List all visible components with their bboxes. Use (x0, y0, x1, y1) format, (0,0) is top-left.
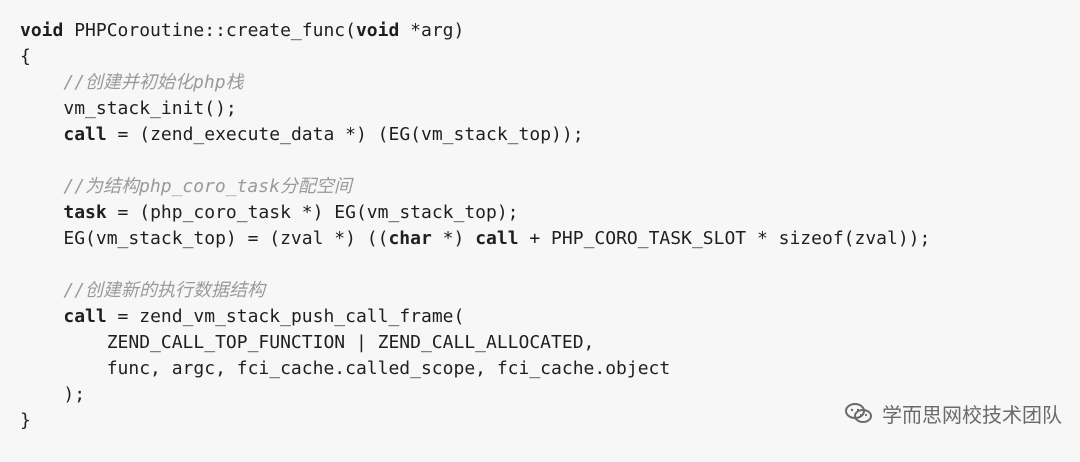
code-keyword: void (20, 20, 64, 41)
code-indent (20, 72, 63, 93)
code-line: //创建并初始化php栈 (20, 70, 1060, 96)
code-line: void PHPCoroutine::create_func(void *arg… (20, 18, 1060, 44)
code-keyword: char (388, 228, 432, 249)
code-keyword: call (475, 228, 519, 249)
watermark-text: 学而思网校技术团队 (882, 403, 1062, 427)
code-indent (20, 98, 63, 119)
code-text: = (zend_execute_data *) (EG(vm_stack_top… (106, 124, 584, 145)
code-line: ZEND_CALL_TOP_FUNCTION | ZEND_CALL_ALLOC… (20, 330, 1060, 356)
code-line: call = (zend_execute_data *) (EG(vm_stac… (20, 122, 1060, 148)
code-text: ZEND_CALL_TOP_FUNCTION | ZEND_CALL_ALLOC… (106, 332, 595, 353)
code-text: = zend_vm_stack_push_call_frame( (106, 306, 465, 327)
watermark: 学而思网校技术团队 (844, 399, 1062, 428)
code-line: } (20, 408, 1060, 434)
code-text: *) (431, 228, 476, 249)
code-text: PHPCoroutine::create_func( (63, 20, 356, 41)
code-line: //创建新的执行数据结构 (20, 278, 1060, 304)
code-text: *arg) (399, 20, 465, 41)
code-text: vm_stack_init(); (63, 98, 237, 119)
code-line: vm_stack_init(); (20, 96, 1060, 122)
code-text: } (20, 410, 31, 431)
code-indent (20, 176, 63, 197)
code-indent (20, 384, 63, 405)
code-text: = (php_coro_task *) EG(vm_stack_top); (106, 202, 519, 223)
code-indent (20, 228, 63, 249)
code-line (20, 148, 1060, 174)
code-line: task = (php_coro_task *) EG(vm_stack_top… (20, 200, 1060, 226)
code-line: func, argc, fci_cache.called_scope, fci_… (20, 356, 1060, 382)
code-indent (20, 306, 63, 327)
code-line (20, 252, 1060, 278)
code-block: void PHPCoroutine::create_func(void *arg… (20, 18, 1060, 434)
code-keyword: call (63, 306, 107, 327)
code-indent (20, 332, 107, 353)
code-indent (20, 280, 63, 301)
code-line: ); (20, 382, 1060, 408)
code-line: EG(vm_stack_top) = (zval *) ((char *) ca… (20, 226, 1060, 252)
code-indent (20, 124, 63, 145)
code-keyword: task (63, 202, 107, 223)
code-keyword: call (63, 124, 107, 145)
code-line: call = zend_vm_stack_push_call_frame( (20, 304, 1060, 330)
code-indent (20, 202, 63, 223)
code-comment: //创建并初始化php栈 (63, 72, 244, 93)
code-comment: //为结构php_coro_task分配空间 (63, 176, 352, 197)
code-keyword: void (355, 20, 400, 41)
code-text: ); (63, 384, 86, 405)
code-line: { (20, 44, 1060, 70)
code-text: { (20, 46, 31, 67)
code-comment: //创建新的执行数据结构 (63, 280, 266, 301)
code-indent (20, 358, 107, 379)
code-line: //为结构php_coro_task分配空间 (20, 174, 1060, 200)
code-text: EG(vm_stack_top) = (zval *) (( (63, 228, 389, 249)
code-text: + PHP_CORO_TASK_SLOT * sizeof(zval)); (518, 228, 931, 249)
code-text: func, argc, fci_cache.called_scope, fci_… (106, 358, 671, 379)
wechat-icon (844, 402, 874, 426)
